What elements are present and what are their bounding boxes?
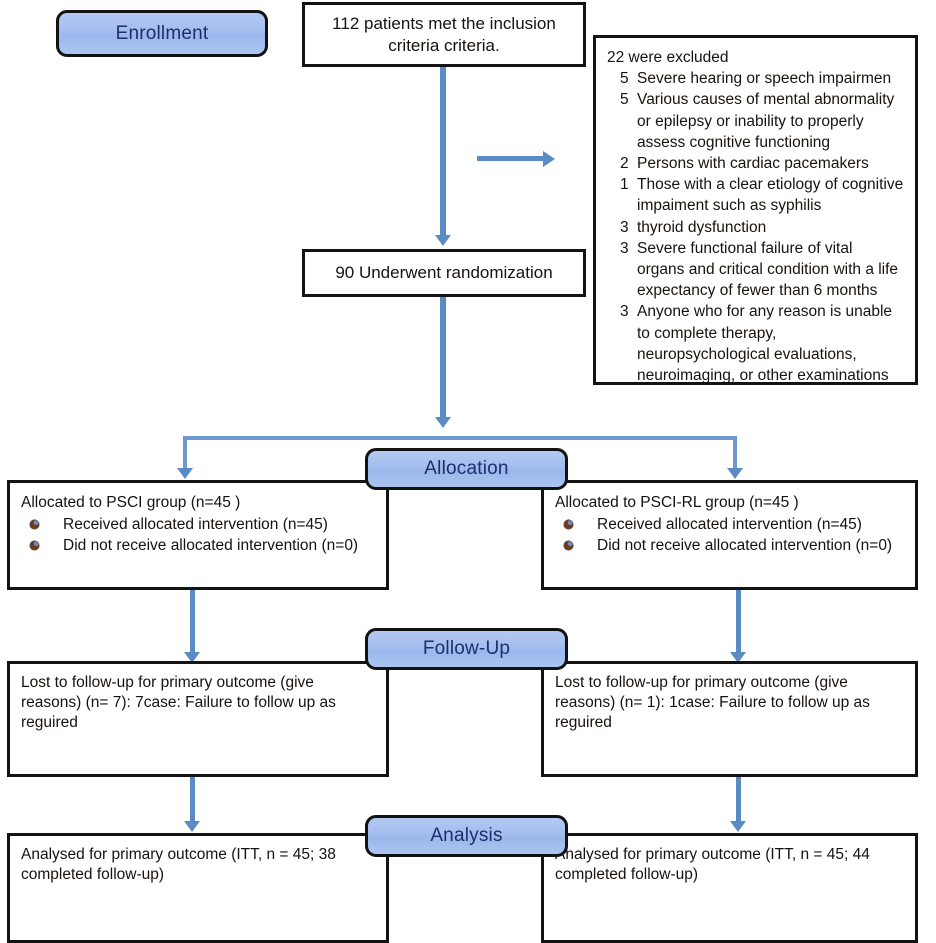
analysis-box-right: Analysed for primary outcome (ITT, n = 4… xyxy=(541,833,918,943)
connector-followup-to-analysis-right xyxy=(736,777,741,823)
allocation-left-item-text: Did not receive allocated intervention (… xyxy=(63,537,359,554)
bullet-dot-icon xyxy=(564,541,573,550)
analysis-box-left: Analysed for primary outcome (ITT, n = 4… xyxy=(7,833,389,943)
excluded-reason-count: 3 xyxy=(620,303,629,321)
excluded-reason-text: Various causes of mental abnormality or … xyxy=(637,91,895,151)
allocation-left-list: Received allocated intervention (n=45) D… xyxy=(21,514,375,556)
connector-followup-to-analysis-left xyxy=(190,777,195,823)
allocation-box-right: Allocated to PSCI-RL group (n=45 ) Recei… xyxy=(541,480,918,590)
excluded-reason-item: 3 Severe functional failure of vital org… xyxy=(620,238,904,302)
connector-randomized-to-split xyxy=(440,297,446,419)
excluded-reason-item: 3 Anyone who for any reason is unable to… xyxy=(620,301,904,386)
excluded-reason-item: 3 thyroid dysfunction xyxy=(620,217,904,238)
excluded-reason-item: 2 Persons with cardiac pacemakers xyxy=(620,153,904,174)
arrowhead-followup-to-analysis-right xyxy=(730,821,746,832)
excluded-reason-list: 5 Severe hearing or speech impairmen 5 V… xyxy=(607,68,904,386)
excluded-reason-item: 5 Various causes of mental abnormality o… xyxy=(620,89,904,153)
arrowhead-randomized-to-split xyxy=(435,417,451,428)
connector-allocation-to-followup-left xyxy=(190,590,195,654)
bullet-dot-icon xyxy=(564,520,573,529)
allocation-left-item: Did not receive allocated intervention (… xyxy=(21,535,375,556)
allocation-box-left: Allocated to PSCI group (n=45 ) Received… xyxy=(7,480,389,590)
excluded-heading: 22 were excluded xyxy=(607,49,729,66)
randomized-text: 90 Underwent randomization xyxy=(335,263,553,282)
allocation-right-heading: Allocated to PSCI-RL group (n=45 ) xyxy=(555,494,799,511)
excluded-reason-text: Severe hearing or speech impairmen xyxy=(637,70,892,88)
allocation-left-item: Received allocated intervention (n=45) xyxy=(21,514,375,535)
split-bus-right-drop xyxy=(733,436,737,472)
connector-allocation-to-followup-right xyxy=(736,590,741,654)
bullet-dot-icon xyxy=(30,520,39,529)
allocation-left-item-text: Received allocated intervention (n=45) xyxy=(63,516,328,533)
excluded-box: 22 were excluded 5 Severe hearing or spe… xyxy=(593,35,918,385)
arrowhead-to-excluded-box xyxy=(543,151,555,167)
bullet-dot-icon xyxy=(30,541,39,550)
assessed-for-eligibility-text: 112 patients met the inclusion criteria … xyxy=(332,13,556,55)
stage-banner-followup-label: Follow-Up xyxy=(422,638,511,659)
arrowhead-split-right xyxy=(727,468,743,479)
excluded-reason-count: 5 xyxy=(620,91,629,109)
excluded-reason-count: 3 xyxy=(620,218,629,236)
allocation-right-item-text: Received allocated intervention (n=45) xyxy=(597,516,862,533)
allocation-right-item: Did not receive allocated intervention (… xyxy=(555,535,904,556)
assessed-for-eligibility-box: 112 patients met the inclusion criteria … xyxy=(302,2,586,67)
excluded-reason-count: 5 xyxy=(620,70,629,88)
excluded-reason-count: 2 xyxy=(620,155,629,173)
followup-box-left: Lost to follow-up for primary outcome (g… xyxy=(7,661,389,777)
stage-banner-allocation-label: Allocation xyxy=(424,458,509,479)
excluded-reason-count: 3 xyxy=(620,239,629,257)
allocation-right-item-text: Did not receive allocated intervention (… xyxy=(597,537,893,554)
followup-box-right: Lost to follow-up for primary outcome (g… xyxy=(541,661,918,777)
stage-banner-enrollment: Enrollment xyxy=(56,10,268,57)
excluded-reason-text: Severe functional failure of vital organ… xyxy=(637,239,899,300)
stage-banner-followup: Follow-Up xyxy=(365,628,568,670)
arrowhead-split-left xyxy=(177,468,193,479)
excluded-reason-item: 5 Severe hearing or speech impairmen xyxy=(620,68,904,89)
connector-to-excluded-box xyxy=(477,156,543,161)
excluded-reason-text: Anyone who for any reason is unable to c… xyxy=(637,303,893,385)
analysis-right-text: Analysed for primary outcome (ITT, n = 4… xyxy=(555,846,870,883)
arrowhead-assessed-to-randomized xyxy=(435,235,451,246)
analysis-left-text: Analysed for primary outcome (ITT, n = 4… xyxy=(21,846,336,883)
arrowhead-allocation-to-followup-left xyxy=(184,652,200,663)
excluded-reason-text: Persons with cardiac pacemakers xyxy=(637,155,869,173)
excluded-reason-item: 1 Those with a clear etiology of cogniti… xyxy=(620,174,904,216)
excluded-reason-text: thyroid dysfunction xyxy=(637,218,767,236)
split-bus-left-drop xyxy=(183,436,187,472)
split-bus-horizontal xyxy=(183,436,737,440)
allocation-left-heading: Allocated to PSCI group (n=45 ) xyxy=(21,494,241,511)
allocation-right-item: Received allocated intervention (n=45) xyxy=(555,514,904,535)
followup-left-text: Lost to follow-up for primary outcome (g… xyxy=(21,674,336,731)
excluded-list: 22 were excluded 5 Severe hearing or spe… xyxy=(596,38,915,392)
excluded-reason-text: Those with a clear etiology of cognitive… xyxy=(637,176,904,215)
randomized-box: 90 Underwent randomization xyxy=(302,249,586,297)
stage-banner-allocation: Allocation xyxy=(365,448,568,490)
stage-banner-enrollment-label: Enrollment xyxy=(115,22,209,44)
arrowhead-allocation-to-followup-right xyxy=(730,652,746,663)
followup-right-text: Lost to follow-up for primary outcome (g… xyxy=(555,674,870,731)
excluded-reason-count: 1 xyxy=(620,176,629,194)
arrowhead-followup-to-analysis-left xyxy=(184,821,200,832)
allocation-right-list: Received allocated intervention (n=45) D… xyxy=(555,514,904,556)
stage-banner-analysis-label: Analysis xyxy=(430,825,503,846)
connector-assessed-to-randomized xyxy=(440,67,446,237)
stage-banner-analysis: Analysis xyxy=(365,815,568,857)
